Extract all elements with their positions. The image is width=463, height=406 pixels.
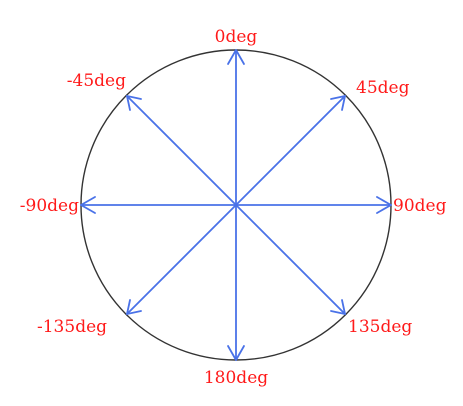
label-135deg: 135deg [348,317,412,337]
label-neg45deg: -45deg [67,71,126,91]
arrow-0deg [227,49,245,206]
arrow-180deg [227,204,245,361]
label-90deg: 90deg [393,196,447,216]
arrow-neg45deg [126,95,237,206]
label-180deg: 180deg [204,368,268,388]
arrow-neg135deg [126,204,237,315]
label-neg135deg: -135deg [37,317,107,337]
label-45deg: 45deg [356,78,410,98]
arrow-135deg [235,204,346,315]
arrow-45deg [235,95,346,206]
label-neg90deg: -90deg [20,196,79,216]
label-0deg: 0deg [215,27,258,47]
arrow-neg90deg [80,196,237,214]
arrow-90deg [235,196,392,214]
